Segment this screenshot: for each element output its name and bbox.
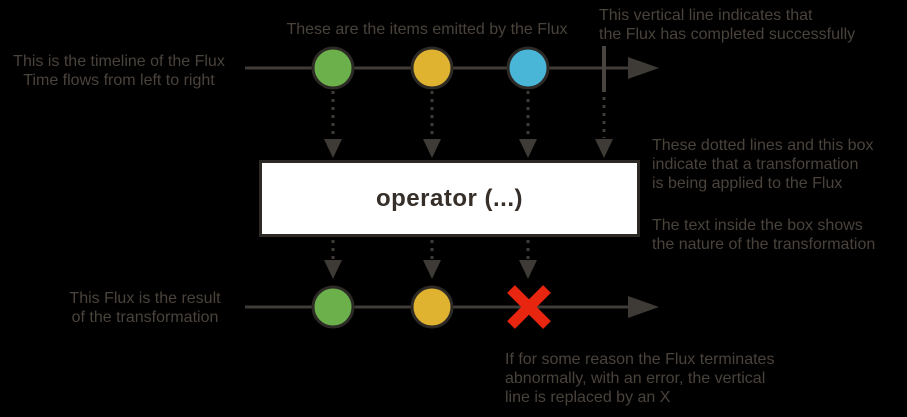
emitted-item-yellow — [410, 46, 454, 90]
dashed-arrowhead-icon — [595, 139, 613, 158]
source-timeline — [245, 46, 659, 92]
annotation-box-meaning: The text inside the box shows the nature… — [652, 217, 876, 253]
annotation-items-emitted: These are the items emitted by the Flux — [286, 21, 568, 38]
annotation-result: This Flux is the result of the transform… — [69, 290, 221, 326]
dashed-arrows-out-of-operator — [324, 240, 537, 279]
result-item-yellow — [410, 285, 454, 329]
emitted-item-blue — [506, 46, 550, 90]
dashed-arrowhead-icon — [324, 260, 342, 279]
result-timeline — [245, 285, 659, 329]
dashed-arrows-into-operator — [324, 91, 613, 158]
result-timeline-arrowhead-icon — [628, 296, 659, 318]
dashed-arrowhead-icon — [324, 139, 342, 158]
emitted-item-green — [311, 46, 355, 90]
dashed-arrowhead-icon — [423, 139, 441, 158]
result-item-green — [311, 285, 355, 329]
error-x-icon — [507, 285, 551, 329]
dashed-arrowhead-icon — [423, 260, 441, 279]
operator-label: operator (...) — [375, 184, 523, 212]
annotation-timeline: This is the timeline of the Flux Time fl… — [13, 53, 225, 89]
annotation-error: If for some reason the Flux terminates a… — [505, 351, 775, 406]
dashed-arrowhead-icon — [519, 260, 537, 279]
annotation-completion: This vertical line indicates that the Fl… — [599, 7, 856, 43]
annotation-transformation: These dotted lines and this box indicate… — [652, 137, 874, 192]
operator-box: operator (...) — [259, 160, 640, 237]
dashed-arrowhead-icon — [519, 139, 537, 158]
source-timeline-arrowhead-icon — [628, 57, 659, 79]
